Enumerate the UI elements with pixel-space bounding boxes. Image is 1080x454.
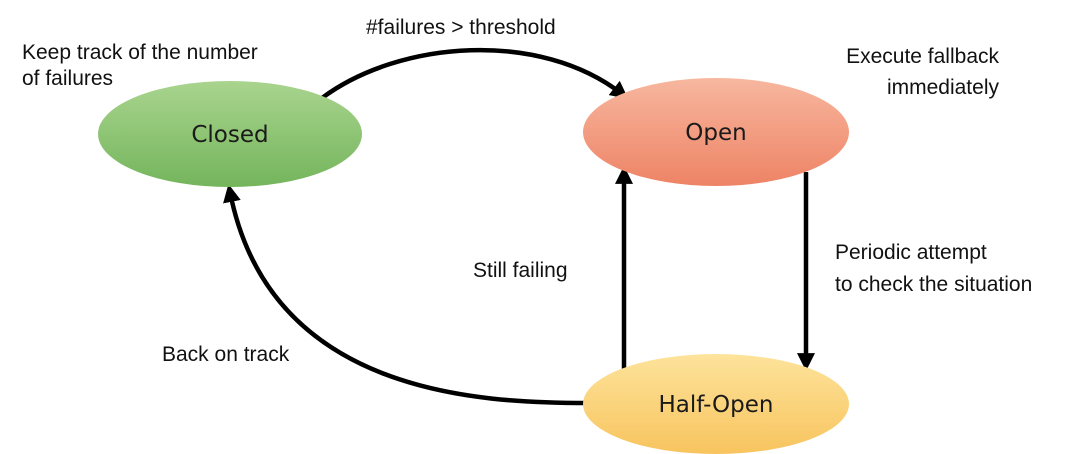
open-to-half-open-label-line-1: Periodic attempt [835, 241, 987, 264]
transition-closed-to-open-arrow [320, 47, 629, 100]
transition-half-open-to-closed-arrow [223, 184, 589, 406]
open-note-line-1: Execute fallback [846, 45, 999, 68]
closed-note-line-2: of failures [22, 67, 113, 90]
state-closed-label: Closed [191, 122, 268, 148]
state-open-label: Open [685, 120, 746, 146]
state-closed: Closed [98, 81, 362, 187]
state-half-open: Half-Open [583, 354, 849, 454]
half-open-to-open-label: Still failing [473, 259, 568, 282]
state-half-open-label: Half-Open [659, 392, 774, 418]
open-to-half-open-label-line-2: to check the situation [835, 273, 1032, 296]
state-open-shape [583, 78, 849, 186]
state-half-open-shape [583, 354, 849, 454]
state-closed-shape [98, 81, 362, 187]
open-note-line-2: immediately [887, 76, 1000, 99]
half-open-to-closed-label: Back on track [162, 343, 290, 366]
closed-note-line-1: Keep track of the number [22, 41, 258, 64]
closed-to-open-label: #failures > threshold [366, 16, 556, 39]
state-open: Open [583, 78, 849, 186]
